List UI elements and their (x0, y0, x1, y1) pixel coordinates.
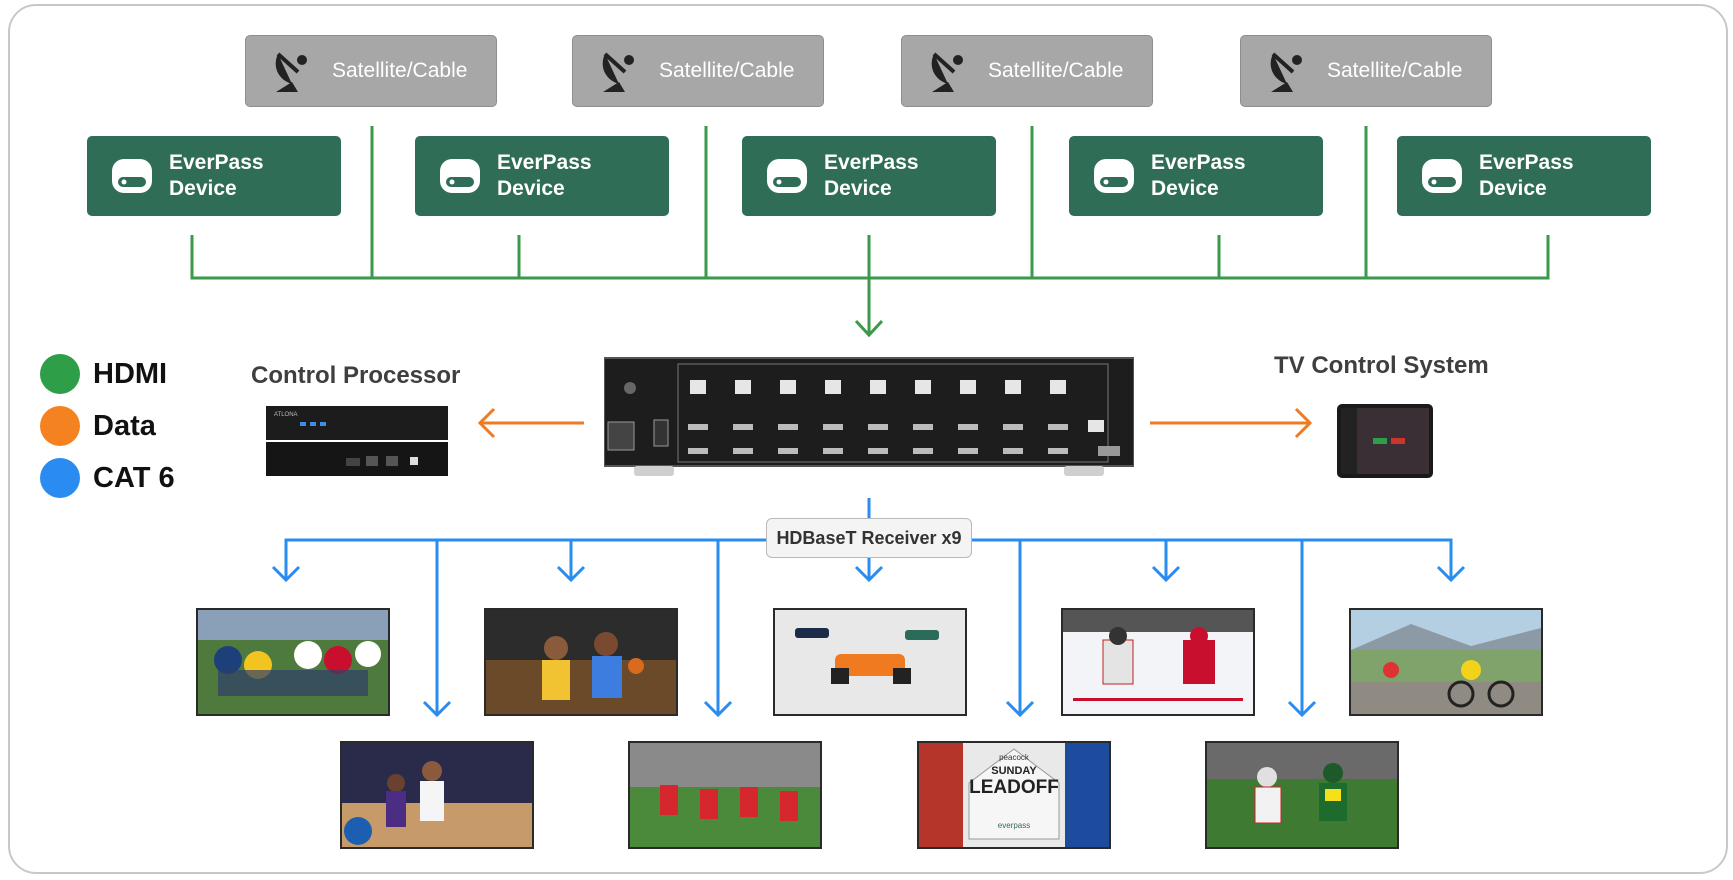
tv-control-system-title: TV Control System (1274, 352, 1489, 379)
source-label: Satellite/Cable (332, 59, 468, 82)
control-processor-image: ATLONA (266, 406, 448, 476)
device-line1: EverPass (497, 151, 592, 174)
source-label: Satellite/Cable (659, 59, 795, 82)
source-label: Satellite/Cable (988, 59, 1124, 82)
device-line1: EverPass (1479, 151, 1574, 174)
satellite-dish-icon (275, 52, 307, 92)
device-line2: Device (497, 177, 565, 200)
baseball-line1: SUNDAY (991, 765, 1037, 777)
satellite-source-1: Satellite/Cable (245, 35, 497, 107)
screen-cycling (1349, 608, 1543, 716)
cat6-swatch (40, 458, 80, 498)
device-line1: EverPass (824, 151, 919, 174)
baseball-line2: LEADOFF (969, 777, 1059, 798)
hdmi-matrix-switch (604, 357, 1134, 476)
device-line1: EverPass (1151, 151, 1246, 174)
data-swatch (40, 406, 80, 446)
satellite-dish-icon (602, 52, 634, 92)
screen-baseball: peacock SUNDAY LEADOFF everpass (917, 741, 1111, 849)
svg-text:ATLONA: ATLONA (274, 412, 298, 418)
legend-cat6: CAT 6 (40, 452, 175, 504)
hdmi-arrowhead (854, 319, 884, 338)
legend: HDMI Data CAT 6 (40, 348, 175, 504)
receiver-box-icon (767, 159, 807, 193)
data-arrow-right (1294, 407, 1313, 439)
device-line2: Device (1151, 177, 1219, 200)
hdmi-swatch (40, 354, 80, 394)
screen-racing (773, 608, 967, 716)
screen-football (196, 608, 390, 716)
screen-hockey (1061, 608, 1255, 716)
hdbaset-receiver-label: HDBaseT Receiver x9 (766, 518, 972, 558)
hdmi-wires (190, 126, 1550, 338)
data-wires (477, 407, 1313, 439)
receiver-box-icon (1422, 159, 1462, 193)
data-arrow-left (477, 407, 496, 439)
satellite-dish-icon (931, 52, 963, 92)
legend-data: Data (40, 400, 175, 452)
screen-soccer (628, 741, 822, 849)
device-line2: Device (824, 177, 892, 200)
screen-college-football (1205, 741, 1399, 849)
screen-womens-basketball (340, 741, 534, 849)
legend-hdmi: HDMI (40, 348, 175, 400)
baseball-brand: peacock (999, 753, 1029, 762)
satellite-source-3: Satellite/Cable (901, 35, 1153, 107)
legend-label: Data (93, 409, 156, 442)
satellite-dish-icon (1270, 52, 1302, 92)
satellite-source-2: Satellite/Cable (572, 35, 824, 107)
control-processor-title: Control Processor (251, 362, 461, 389)
device-line2: Device (169, 177, 237, 200)
source-label: Satellite/Cable (1327, 59, 1463, 82)
receiver-box-icon (1094, 159, 1134, 193)
legend-label: CAT 6 (93, 461, 175, 494)
device-line1: EverPass (169, 151, 264, 174)
legend-label: HDMI (93, 357, 168, 390)
satellite-source-4: Satellite/Cable (1240, 35, 1492, 107)
tablet-image (1337, 404, 1433, 478)
baseball-sponsor: everpass (997, 821, 1031, 830)
device-line2: Device (1479, 177, 1547, 200)
screen-basketball (484, 608, 678, 716)
receiver-box-icon (112, 159, 152, 193)
receiver-box-icon (440, 159, 480, 193)
